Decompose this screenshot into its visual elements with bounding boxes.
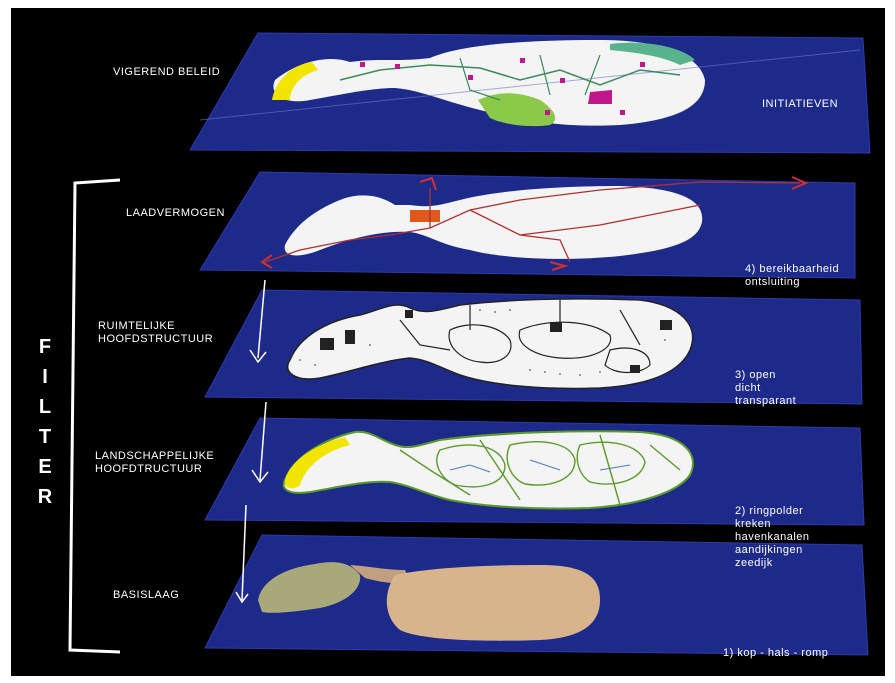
label-ruimtelijke-hoofdstructuur: RUIMTELIJKE HOOFDSTRUCTUUR [98,320,213,346]
filter-letter: F [33,332,57,362]
filter-letter: I [33,362,57,392]
filter-bracket [70,180,120,652]
filter-letter: R [33,482,57,512]
note-bereikbaarheid: 4) bereikbaarheid ontsluiting [745,263,839,289]
note-open-dicht: 3) open dicht transparant [735,369,796,408]
label-basislaag: BASISLAAG [113,589,179,602]
magenta-area-vigerend [588,90,612,104]
base-body [387,565,600,641]
filter-vertical-label: F I L T E R [33,332,57,512]
filter-letter: T [33,422,57,452]
label-initiatieven: INITIATIEVEN [762,98,838,111]
note-kop-hals-romp: 1) kop - hals - romp [723,647,828,660]
label-vigerend-beleid: VIGEREND BELEID [113,66,220,79]
filter-letter: E [33,452,57,482]
label-landschappelijke-hoofdtructuur: LANDSCHAPPELIJKE HOOFDTRUCTUUR [95,450,214,476]
label-laadvermogen: LAADVERMOGEN [126,207,225,220]
orange-area-laadvermogen [410,210,440,222]
filter-letter: L [33,392,57,422]
note-ringpolder: 2) ringpolder kreken havenkanalen aandij… [735,505,810,570]
